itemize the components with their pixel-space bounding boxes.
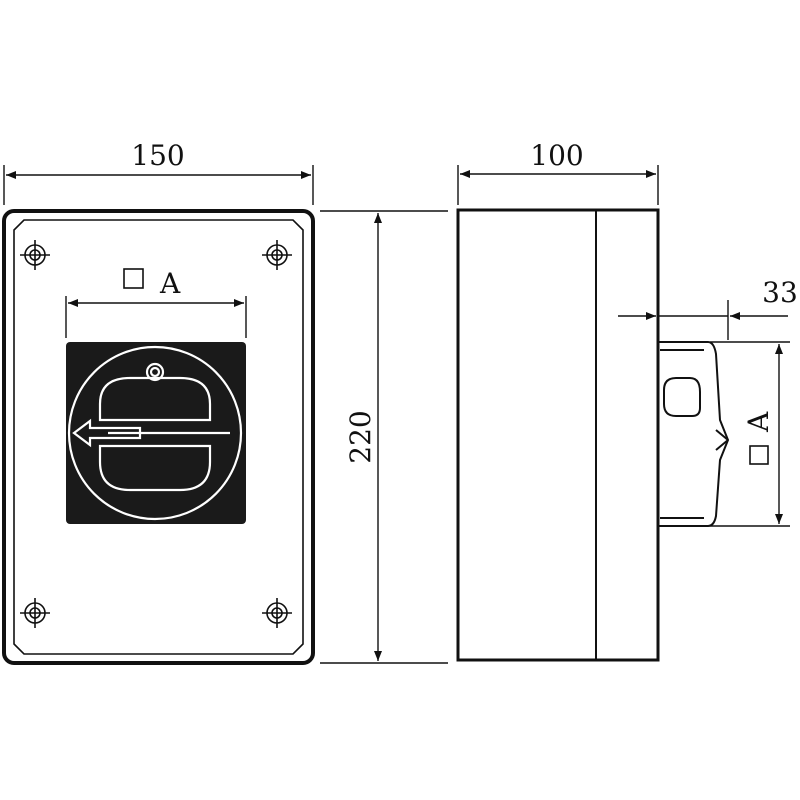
square-symbol-side-icon: [749, 445, 769, 465]
handle-size-label: A: [159, 267, 181, 300]
depth-dimension: 100: [457, 139, 659, 205]
side-view: 33 A: [456, 208, 798, 662]
handle-height-dimension-side: A: [710, 341, 790, 527]
screw-top-left-icon: [20, 240, 50, 270]
screw-bottom-right-icon: [262, 598, 292, 628]
handle-side-profile: [658, 341, 730, 527]
handle-projection-dimension: 33: [618, 276, 798, 340]
height-value: 220: [344, 410, 377, 463]
height-dimension: 220: [320, 210, 448, 664]
width-value: 150: [131, 139, 184, 172]
square-symbol-icon: [123, 268, 144, 289]
handle-width-dimension: [65, 296, 247, 338]
side-housing-outline: [456, 208, 660, 662]
screw-bottom-left-icon: [20, 598, 50, 628]
front-housing-outline: [2, 209, 315, 665]
rotary-handle-icon: [67, 345, 243, 521]
handle-size-label-side: A: [742, 411, 775, 433]
handle-projection-value: 33: [762, 276, 798, 309]
screw-top-right-icon: [262, 240, 292, 270]
front-lid-outline: [13, 219, 304, 655]
width-dimension: 150: [3, 139, 314, 205]
front-view: A: [2, 209, 315, 665]
depth-value: 100: [530, 139, 583, 172]
